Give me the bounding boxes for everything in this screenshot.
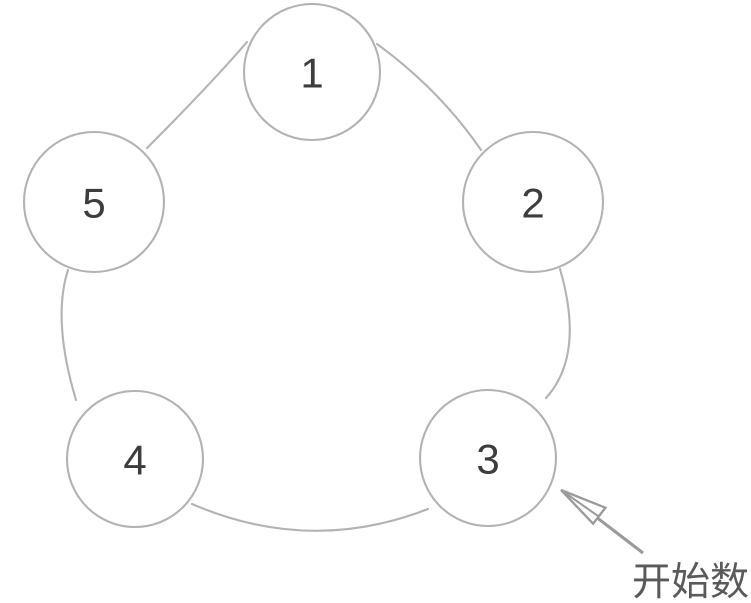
node-4[interactable]: 4 [65,389,205,529]
node-5[interactable]: 5 [22,130,166,274]
arrow-head-spine [560,489,600,518]
node-2-label: 2 [521,180,544,227]
edge-node3-to-node4 [190,502,430,532]
node-2-circle[interactable] [461,130,605,274]
edge-node5-to-node1 [145,40,249,150]
node-5-label: 5 [82,180,105,227]
node-1-circle[interactable] [242,2,382,142]
nodes-group: 1 2 3 4 5 [22,2,605,529]
ring-edges-group [60,40,571,532]
node-1[interactable]: 1 [242,2,382,142]
node-3-label: 3 [476,436,499,483]
start-count-annotation: 开始数 [632,560,749,603]
node-4-circle[interactable] [65,389,205,529]
edge-node1-to-node2 [375,42,483,152]
node-3-circle[interactable] [418,388,558,528]
pointer-shaft-line [588,510,644,555]
node-2[interactable]: 2 [461,130,605,274]
start-pointer-group [560,488,644,555]
node-5-circle[interactable] [22,130,166,274]
node-1-label: 1 [300,50,323,97]
edge-node2-to-node3 [544,267,571,400]
edge-node4-to-node5 [60,268,78,402]
node-3[interactable]: 3 [418,388,558,528]
node-4-label: 4 [123,437,146,484]
